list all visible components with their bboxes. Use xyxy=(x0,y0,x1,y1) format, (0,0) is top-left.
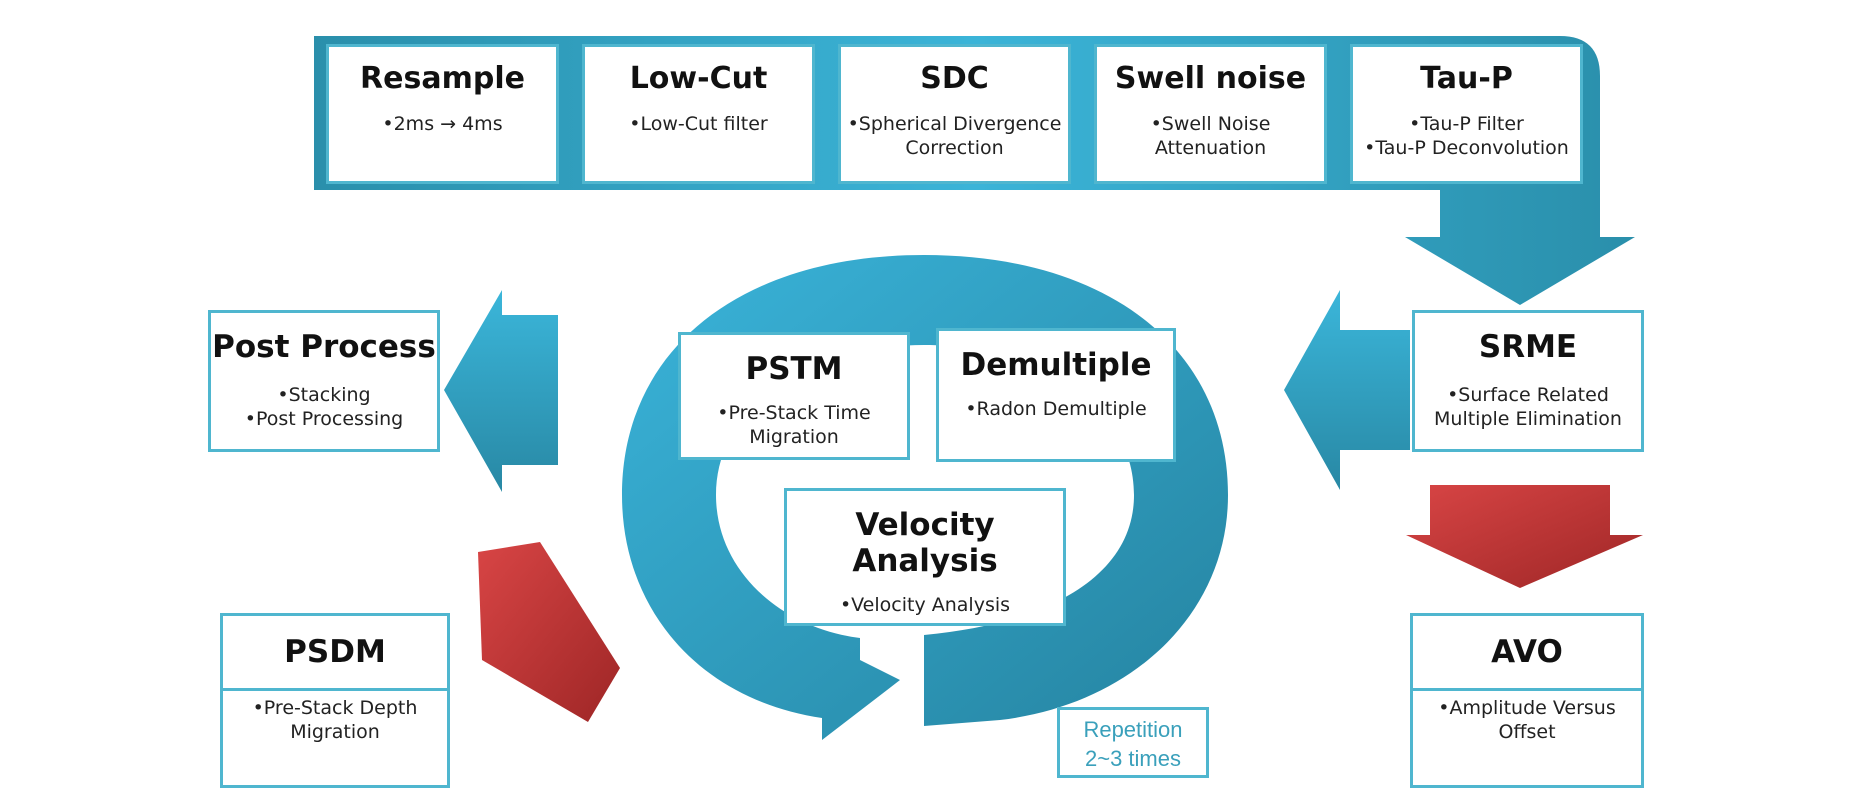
repetition-line-1: Repetition xyxy=(1083,717,1183,742)
postprocess-title: Post Process xyxy=(212,329,436,365)
velocity-desc: •Velocity Analysis xyxy=(787,593,1063,617)
pstm-title: PSTM xyxy=(745,351,843,387)
arrow-red-down xyxy=(1406,485,1643,588)
box-lowcut: Low-Cut •Low-Cut filter xyxy=(582,44,815,184)
avo-item-1: •Amplitude Versus xyxy=(1438,697,1616,719)
box-psdm: PSDM •Pre-Stack Depth Migration xyxy=(220,613,450,788)
psdm-desc: •Pre-Stack Depth Migration xyxy=(223,696,447,744)
resample-item-1: •2ms → 4ms xyxy=(382,113,503,135)
box-tau-p: Tau-P •Tau-P Filter •Tau-P Deconvolution xyxy=(1350,44,1583,184)
avo-desc: •Amplitude Versus Offset xyxy=(1413,696,1641,744)
sdc-desc: •Spherical Divergence Correction xyxy=(841,112,1068,160)
box-post-process: Post Process •Stacking •Post Processing xyxy=(208,310,440,452)
pstm-item-2: Migration xyxy=(749,426,839,448)
arrow-red-diagonal xyxy=(478,542,620,722)
resample-title: Resample xyxy=(360,61,525,96)
postprocess-desc: •Stacking •Post Processing xyxy=(211,383,437,431)
box-sdc: SDC •Spherical Divergence Correction xyxy=(838,44,1071,184)
psdm-item-1: •Pre-Stack Depth xyxy=(252,697,418,719)
demultiple-desc: •Radon Demultiple xyxy=(939,397,1173,421)
avo-title: AVO xyxy=(1491,634,1563,670)
demultiple-item-1: •Radon Demultiple xyxy=(965,398,1147,420)
lowcut-item-1: •Low-Cut filter xyxy=(629,113,768,135)
sdc-title: SDC xyxy=(920,61,989,96)
velocity-title: Velocity Analysis xyxy=(852,507,998,579)
srme-item-1: •Surface Related xyxy=(1447,384,1609,406)
postprocess-item-2: •Post Processing xyxy=(244,408,404,430)
demultiple-title: Demultiple xyxy=(960,347,1152,383)
sdc-item-2: Correction xyxy=(905,137,1004,159)
resample-desc: •2ms → 4ms xyxy=(329,112,556,136)
taup-desc: •Tau-P Filter •Tau-P Deconvolution xyxy=(1353,112,1580,160)
repetition-label: Repetition 2~3 times xyxy=(1057,707,1209,778)
box-demultiple: Demultiple •Radon Demultiple xyxy=(936,328,1176,462)
swell-title: Swell noise xyxy=(1114,61,1307,96)
velocity-item-1: •Velocity Analysis xyxy=(839,594,1011,616)
lowcut-title: Low-Cut xyxy=(629,61,768,96)
swell-desc: •Swell Noise Attenuation xyxy=(1097,112,1324,160)
sdc-item-1: •Spherical Divergence xyxy=(847,113,1062,135)
repetition-line-2: 2~3 times xyxy=(1085,746,1181,771)
swell-item-2: Attenuation xyxy=(1154,137,1267,159)
psdm-title: PSDM xyxy=(284,634,386,670)
box-swell-noise: Swell noise •Swell Noise Attenuation xyxy=(1094,44,1327,184)
avo-item-2: Offset xyxy=(1498,721,1556,743)
taup-title: Tau-P xyxy=(1420,61,1513,96)
arrow-left-left-side xyxy=(444,290,558,492)
box-pstm: PSTM •Pre-Stack Time Migration xyxy=(678,332,910,460)
srme-item-2: Multiple Elimination xyxy=(1434,408,1622,430)
pstm-item-1: •Pre-Stack Time xyxy=(717,402,871,424)
taup-item-2: •Tau-P Deconvolution xyxy=(1364,137,1569,159)
pstm-desc: •Pre-Stack Time Migration xyxy=(681,401,907,449)
swell-item-1: •Swell Noise xyxy=(1150,113,1271,135)
lowcut-desc: •Low-Cut filter xyxy=(585,112,812,136)
box-srme: SRME •Surface Related Multiple Eliminati… xyxy=(1412,310,1644,452)
srme-desc: •Surface Related Multiple Elimination xyxy=(1415,383,1641,431)
arrow-left-right-side xyxy=(1284,290,1410,490)
postprocess-item-1: •Stacking xyxy=(277,384,371,406)
psdm-header: PSDM xyxy=(223,616,447,691)
srme-title: SRME xyxy=(1478,329,1578,365)
box-velocity-analysis: Velocity Analysis •Velocity Analysis xyxy=(784,488,1066,626)
box-avo: AVO •Amplitude Versus Offset xyxy=(1410,613,1644,788)
avo-header: AVO xyxy=(1413,616,1641,691)
box-resample: Resample •2ms → 4ms xyxy=(326,44,559,184)
psdm-item-2: Migration xyxy=(290,721,380,743)
taup-item-1: •Tau-P Filter xyxy=(1409,113,1524,135)
